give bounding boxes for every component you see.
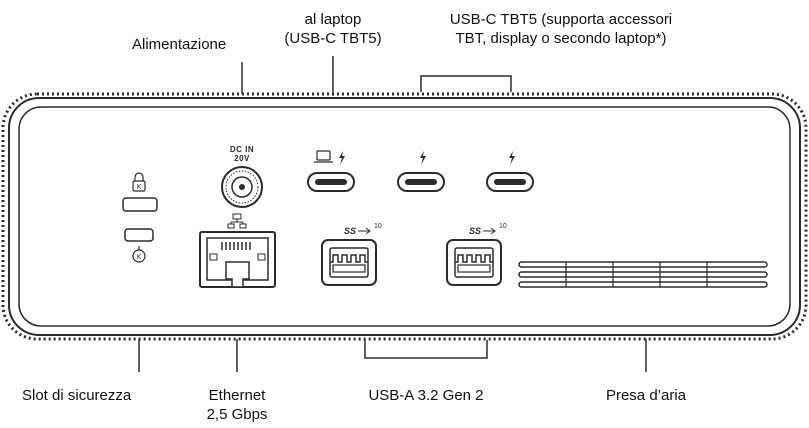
thunderbolt-icon-tbt5-a [420, 151, 426, 165]
security-slot-upper [122, 197, 158, 212]
label-laptop-line1: al laptop [304, 11, 362, 28]
label-ethernet-line1: Ethernet [208, 387, 266, 404]
dock-face [18, 106, 791, 327]
label-ethernet-line2: 2,5 Gbps [206, 406, 268, 423]
label-tbt5-line1: USB-C TBT5 (supporta accessori [449, 11, 673, 28]
svg-text:K: K [137, 183, 142, 191]
dock-body [1, 92, 808, 341]
label-tbt5: USB-C TBT5 (supporta accessori TBT, disp… [416, 10, 706, 48]
label-usba: USB-A 3.2 Gen 2 [368, 387, 484, 404]
dc-in-port: DC IN 20V [221, 145, 263, 208]
usb-a-port-2: SS 10 [446, 223, 507, 286]
label-tbt5-line2: TBT, display o secondo laptop*) [455, 30, 667, 47]
dc-voltage-marking: 20V [234, 154, 250, 163]
air-vent [518, 261, 768, 288]
usb-c-port-laptop [307, 172, 355, 192]
thunderbolt-icon-laptop [339, 151, 345, 165]
tbt5-bracket [420, 75, 512, 92]
ethernet-port [199, 213, 276, 288]
dc-pin [239, 184, 245, 190]
rj45-led-right [257, 253, 266, 261]
thunderbolt-icon-tbt5-b [509, 151, 515, 165]
usb-a-port-1: SS 10 [321, 223, 382, 286]
label-laptop-line2: (USB-C TBT5) [284, 30, 382, 47]
rj45-contacts [221, 242, 251, 250]
lock-icon: K [132, 172, 146, 192]
usb-speed-marking: 10 [499, 223, 507, 230]
usb-superspeed-marking: SS [344, 226, 356, 236]
usb-c-port-tbt5-1 [397, 172, 445, 192]
lock-alt-icon: K [132, 246, 146, 263]
svg-text:K: K [137, 253, 142, 261]
dock-shell [8, 97, 801, 336]
network-icon [227, 213, 247, 229]
usb-trident-icon [483, 227, 496, 235]
dock-ridged-edge [1, 92, 808, 341]
label-power: Alimentazione [132, 36, 227, 53]
usb-speed-marking: 10 [374, 223, 382, 230]
label-laptop: al laptop (USB-C TBT5) [268, 10, 398, 48]
label-security: Slot di sicurezza [22, 387, 132, 404]
dc-in-marking: DC IN [230, 145, 254, 154]
rj45-clip-notch [225, 261, 250, 288]
rj45-led-left [209, 253, 218, 261]
dc-barrel-knurl [225, 170, 259, 204]
label-ethernet: Ethernet 2,5 Gbps [182, 386, 292, 424]
usba-bracket [364, 340, 488, 359]
leader-lines [138, 56, 647, 372]
usb-c-port-tbt5-2 [486, 172, 534, 192]
usb-trident-icon [358, 227, 371, 235]
security-slot-lower [124, 228, 154, 242]
laptop-icon [314, 150, 333, 163]
label-vent: Presa d’aria [605, 387, 687, 404]
usb-superspeed-marking: SS [469, 226, 481, 236]
security-slots: K K [122, 172, 158, 263]
